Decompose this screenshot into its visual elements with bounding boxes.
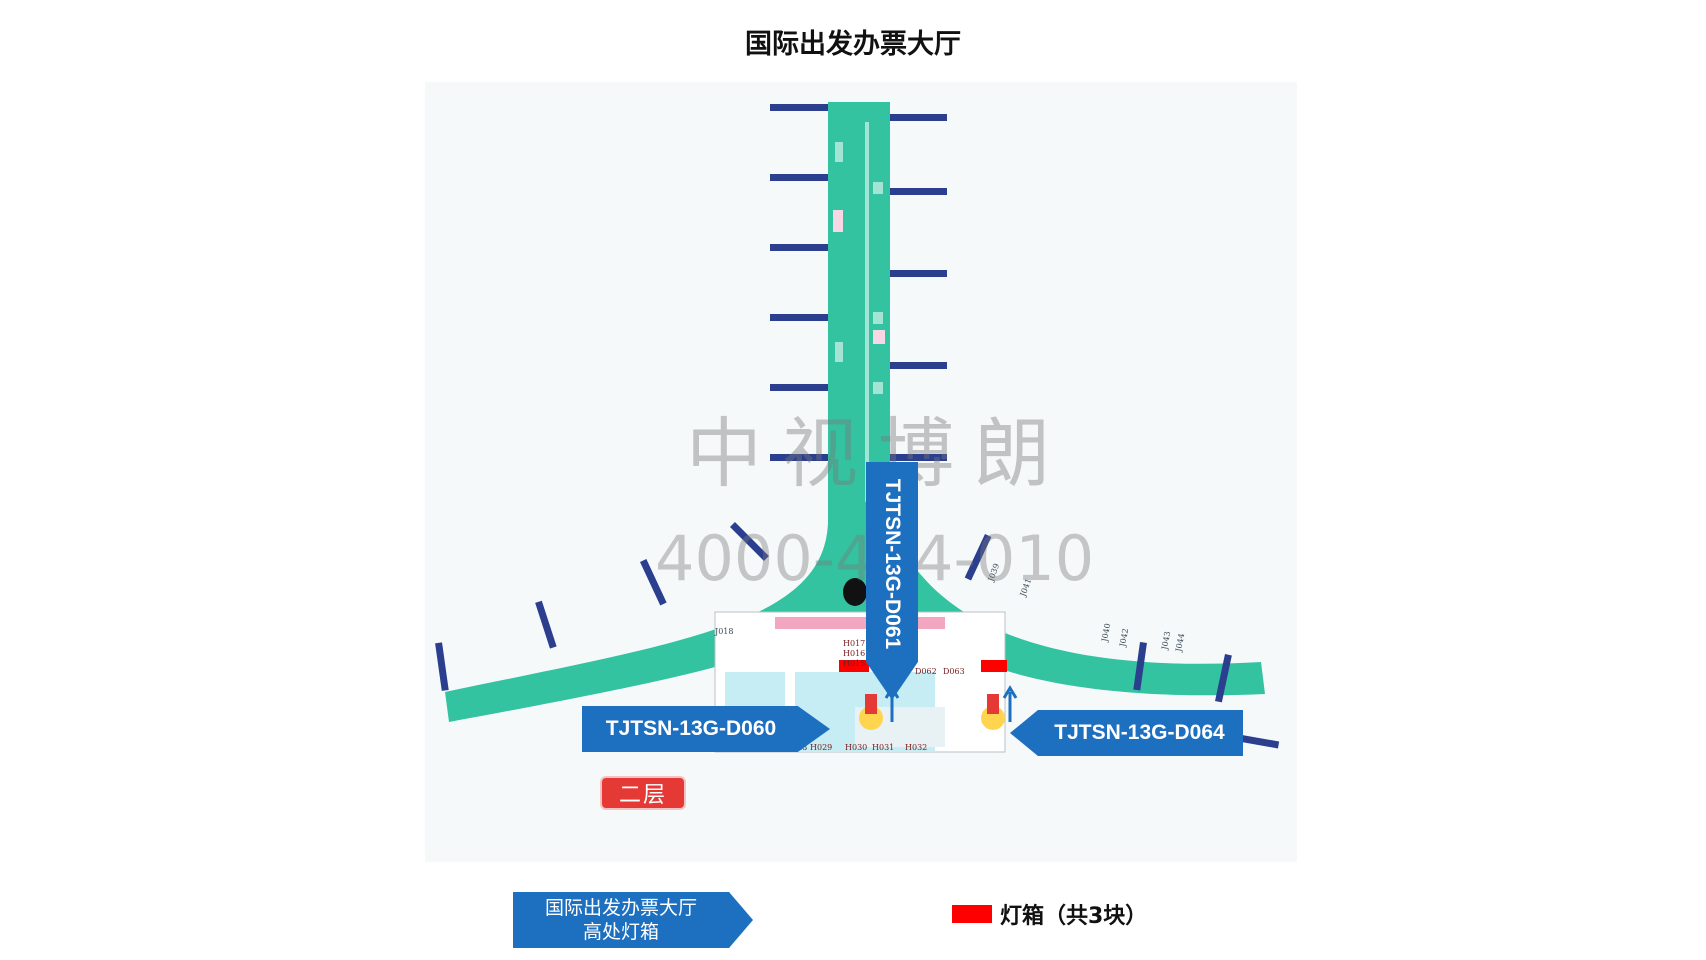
svg-text:D062: D062 bbox=[915, 667, 937, 676]
gate-bridges-pier bbox=[770, 104, 947, 461]
person-icon bbox=[865, 694, 877, 714]
gate-bridge bbox=[770, 244, 830, 251]
elevator-marker bbox=[843, 578, 867, 606]
hall-strip bbox=[775, 617, 945, 629]
callout-d061-label: TJTSN-13G-D061 bbox=[881, 478, 905, 650]
page-title: 国际出发办票大厅 bbox=[745, 29, 961, 60]
gate-bridge bbox=[770, 384, 830, 391]
gate-bridge bbox=[770, 174, 830, 181]
legend-lightbox: 灯箱（共3块） bbox=[952, 898, 1147, 930]
svg-text:H030: H030 bbox=[845, 743, 867, 752]
svg-text:H017: H017 bbox=[843, 639, 865, 648]
legend-area-line1: 国际出发办票大厅 bbox=[544, 897, 697, 919]
svg-text:H032: H032 bbox=[905, 743, 927, 752]
lightbox bbox=[981, 660, 1007, 672]
svg-text:J043: J043 bbox=[1160, 631, 1172, 652]
svg-text:H029: H029 bbox=[810, 743, 832, 752]
svg-text:H016: H016 bbox=[843, 649, 865, 658]
callout-d064: TJTSN-13G-D064 bbox=[1010, 710, 1243, 756]
callout-d064-label: TJTSN-13G-D064 bbox=[1054, 721, 1225, 744]
gate-bridges-wings bbox=[435, 522, 1280, 749]
legend-area-arrow: 国际出发办票大厅 高处灯箱 bbox=[513, 892, 753, 948]
gate-bridge bbox=[770, 454, 830, 461]
person-icon bbox=[987, 694, 999, 714]
gate-bridge bbox=[887, 270, 947, 277]
lightbox-swatch bbox=[952, 905, 992, 923]
svg-text:J042: J042 bbox=[1118, 628, 1130, 649]
svg-text:J044: J044 bbox=[1174, 633, 1186, 654]
floor-badge: 二层 bbox=[600, 776, 686, 810]
terminal-floor-plan: H017 H016 H015 H018 H019 H020 D062 D063 … bbox=[435, 102, 1280, 753]
svg-text:H015: H015 bbox=[843, 659, 865, 668]
gate-bridge bbox=[770, 104, 830, 111]
legend-lightbox-label: 灯箱（共3块） bbox=[1000, 904, 1148, 929]
gate-bridge bbox=[887, 188, 947, 195]
gate-bridge bbox=[887, 362, 947, 369]
lightbox bbox=[839, 660, 869, 672]
gate-bridge bbox=[887, 454, 947, 461]
callout-d060: TJTSN-13G-D060 bbox=[582, 706, 830, 752]
up-arrow-icon bbox=[1002, 685, 1018, 722]
callout-d060-label: TJTSN-13G-D060 bbox=[605, 717, 777, 740]
svg-text:H031: H031 bbox=[872, 743, 894, 752]
terminal-map: H017 H016 H015 H018 H019 H020 D062 D063 … bbox=[425, 82, 1297, 862]
callout-d061: TJTSN-13G-D061 bbox=[866, 462, 918, 700]
gate-bridge bbox=[770, 314, 830, 321]
legend-area-line2: 高处灯箱 bbox=[582, 921, 659, 943]
svg-text:J018: J018 bbox=[714, 627, 733, 636]
gate-bridge bbox=[887, 114, 947, 121]
svg-text:D063: D063 bbox=[943, 667, 965, 676]
svg-text:J040: J040 bbox=[1100, 623, 1112, 644]
